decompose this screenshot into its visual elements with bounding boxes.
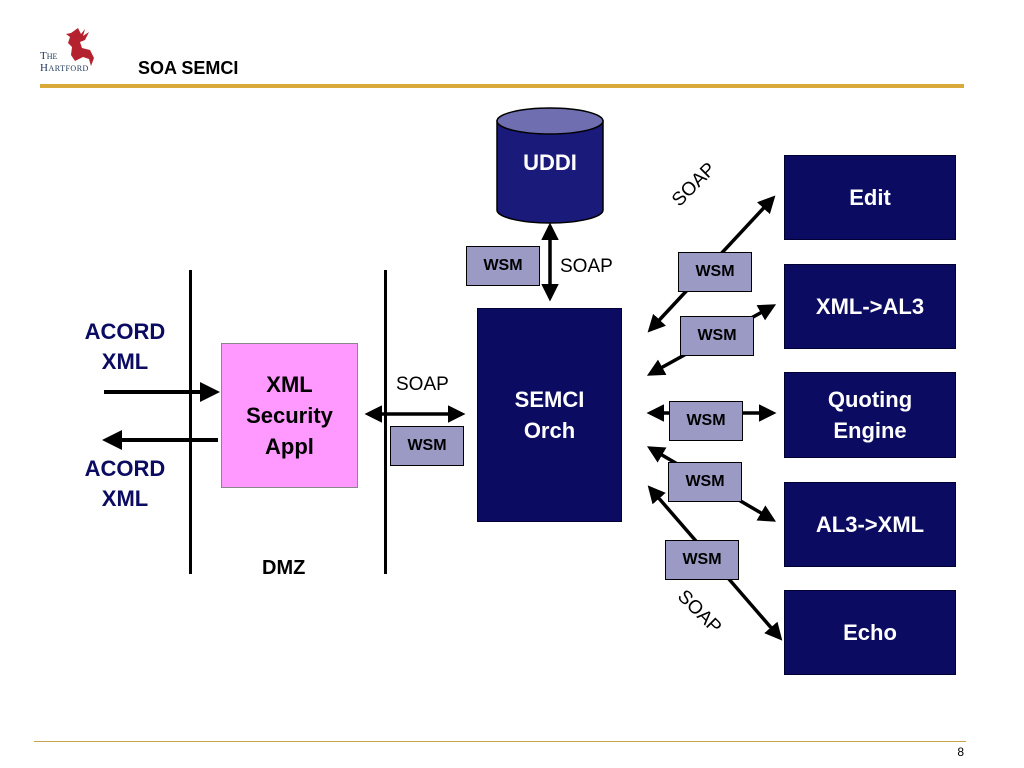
service-quoting-box: Quoting Engine <box>784 372 956 458</box>
dmz-label: DMZ <box>262 557 306 579</box>
service-quoting-line1: Quoting <box>827 387 913 412</box>
security-appl-line1: XML <box>266 372 313 397</box>
service-xml-al3-box: XML->AL3 <box>784 264 956 349</box>
service-echo-box: Echo <box>784 590 956 675</box>
uddi-soap-label: SOAP <box>560 256 613 277</box>
service-al3-xml-label: AL3->XML <box>815 511 925 537</box>
service-wsm-box: WSM <box>665 540 739 580</box>
service-xml-al3-label: XML->AL3 <box>815 293 925 319</box>
uddi-label: UDDI <box>523 150 577 175</box>
service-wsm-box: WSM <box>680 316 754 356</box>
acord-out-line2: XML <box>101 486 149 511</box>
page-title: SOA SEMCI <box>138 58 239 78</box>
acord-in-line1: ACORD <box>84 319 166 344</box>
orch-line1: SEMCI <box>514 387 585 412</box>
hartford-logo <box>40 24 110 80</box>
service-edit-label: Edit <box>849 184 891 210</box>
service-quoting-line2: Engine <box>833 418 907 443</box>
left-wsm-box: WSM <box>390 426 464 466</box>
security-appl-line3: Appl <box>265 434 314 459</box>
service-wsm-box: WSM <box>669 401 743 441</box>
left-soap-label: SOAP <box>396 374 449 395</box>
page-number: 8 <box>957 745 964 759</box>
acord-in-line2: XML <box>101 349 149 374</box>
service-wsm-box: WSM <box>668 462 742 502</box>
dmz-right-boundary <box>384 270 387 574</box>
acord-xml-out-label: ACORD XML <box>70 454 180 514</box>
xml-security-appl-box: XML Security Appl <box>221 343 358 488</box>
logo-text-hartford: Hartford <box>40 62 89 74</box>
uddi-database-icon <box>496 107 604 224</box>
footer-divider <box>34 741 966 742</box>
dmz-left-boundary <box>189 270 192 574</box>
orch-line2: Orch <box>523 418 576 443</box>
uddi-wsm-box: WSM <box>466 246 540 286</box>
logo-text-the: The <box>40 50 58 62</box>
service-wsm-box: WSM <box>678 252 752 292</box>
service-echo-label: Echo <box>843 619 897 645</box>
header-divider <box>40 84 964 88</box>
service-edit-box: Edit <box>784 155 956 240</box>
security-appl-line2: Security <box>246 403 333 428</box>
service-al3-xml-box: AL3->XML <box>784 482 956 567</box>
acord-out-line1: ACORD <box>84 456 166 481</box>
acord-xml-in-label: ACORD XML <box>70 317 180 377</box>
stag-icon <box>66 28 94 66</box>
semci-orch-box: SEMCI Orch <box>477 308 622 522</box>
